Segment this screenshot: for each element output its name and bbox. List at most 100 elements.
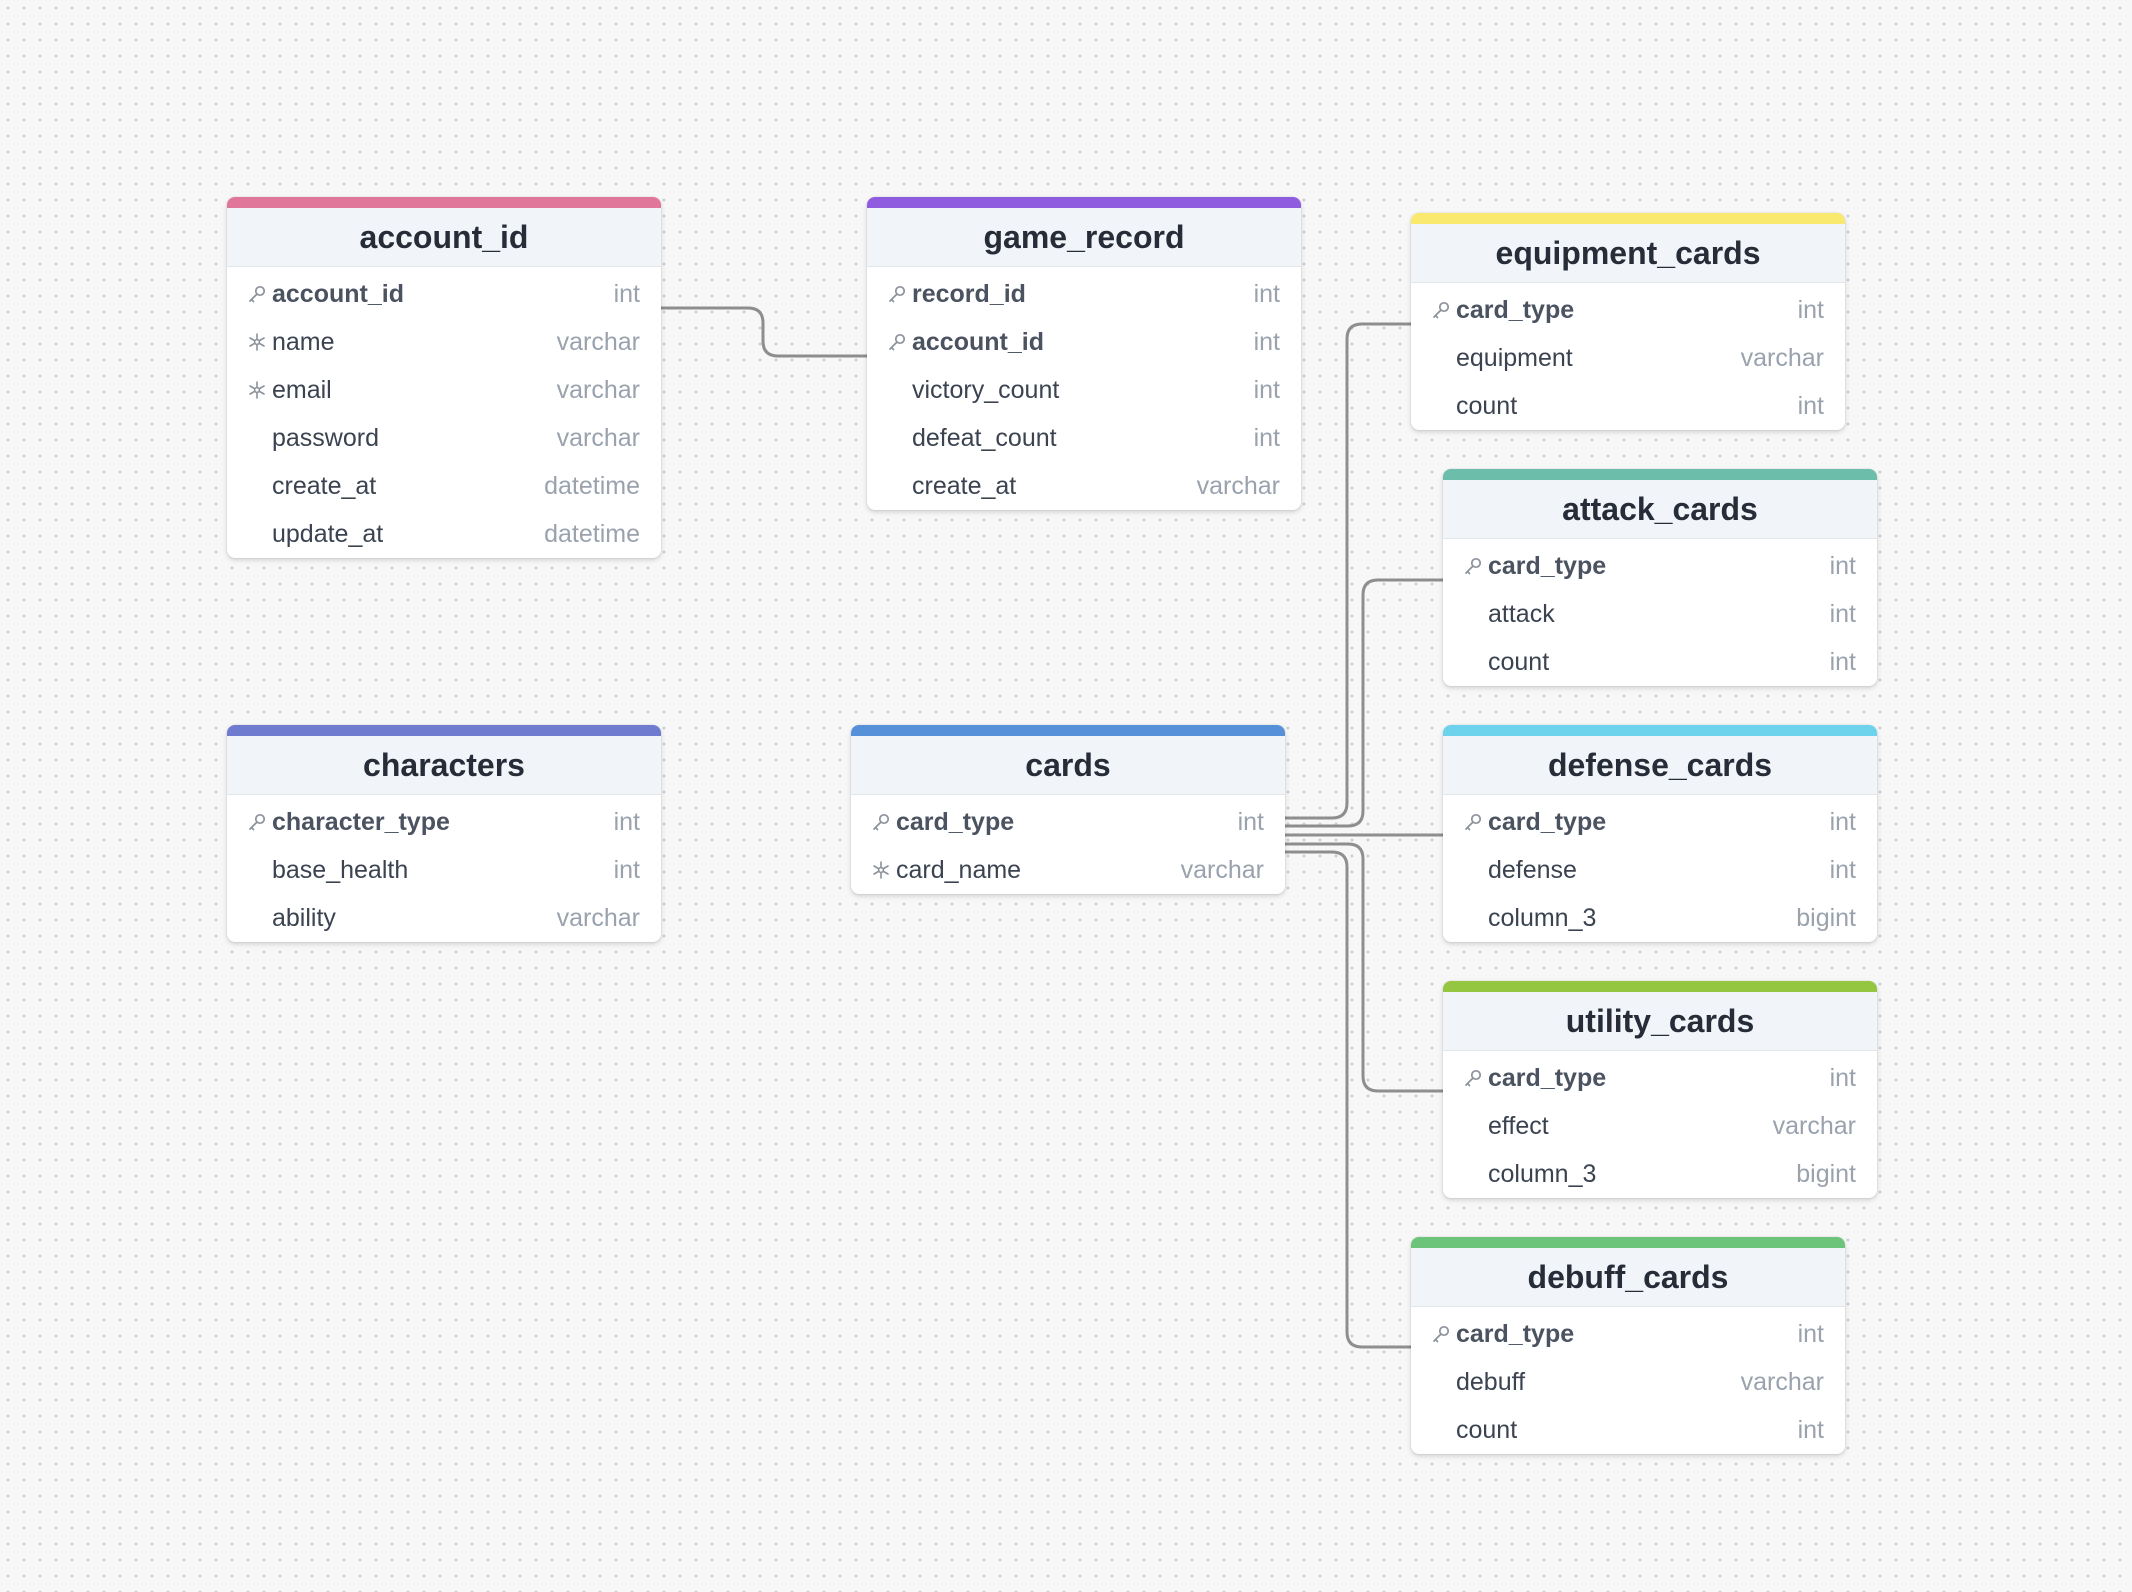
connector-cards-to-utility-cards[interactable]	[1285, 842, 1443, 1093]
column-type: int	[1829, 1063, 1856, 1092]
table-row[interactable]: card_type int	[1443, 1054, 1877, 1102]
column-name: card_type	[896, 807, 1015, 836]
key-icon	[867, 809, 894, 836]
column-type: bigint	[1796, 903, 1856, 932]
table-row[interactable]: defense int	[1443, 846, 1877, 894]
table-color-bar	[227, 725, 661, 736]
blank-icon	[1459, 649, 1486, 676]
column-name: debuff	[1456, 1367, 1526, 1396]
column-name: defense	[1488, 855, 1577, 884]
table-title[interactable]: account_id	[227, 208, 661, 267]
table-title[interactable]: game_record	[867, 208, 1301, 267]
table-title[interactable]: attack_cards	[1443, 480, 1877, 539]
blank-icon	[1459, 601, 1486, 628]
column-type: int	[1797, 391, 1824, 420]
connector-cards-to-equipment-cards[interactable]	[1285, 322, 1411, 820]
table-title[interactable]: characters	[227, 736, 661, 795]
key-icon	[883, 329, 910, 356]
table-title[interactable]: utility_cards	[1443, 992, 1877, 1051]
column-name: update_at	[272, 519, 384, 548]
column-type: int	[1797, 1319, 1824, 1348]
column-name: column_3	[1488, 903, 1597, 932]
column-name: card_type	[1456, 295, 1575, 324]
blank-icon	[883, 473, 910, 500]
column-name: card_type	[1488, 551, 1607, 580]
key-icon	[243, 809, 270, 836]
column-name: password	[272, 423, 379, 452]
table-color-bar	[227, 197, 661, 208]
column-type: int	[1829, 855, 1856, 884]
table-title[interactable]: debuff_cards	[1411, 1248, 1845, 1307]
blank-icon	[1427, 1369, 1454, 1396]
connector-account-to-game-record[interactable]	[661, 306, 867, 358]
connector-cards-to-attack-cards[interactable]	[1285, 578, 1443, 828]
table-row[interactable]: column_3 bigint	[1443, 894, 1877, 942]
table-title[interactable]: equipment_cards	[1411, 224, 1845, 283]
unique-icon	[243, 377, 270, 404]
key-icon	[1459, 809, 1486, 836]
table-title[interactable]: cards	[851, 736, 1285, 795]
column-name: card_type	[1488, 1063, 1607, 1092]
column-name: count	[1488, 647, 1550, 676]
column-name: card_type	[1488, 807, 1607, 836]
column-type: datetime	[544, 471, 640, 500]
column-type: int	[613, 807, 640, 836]
column-name: name	[272, 327, 335, 356]
connector-cards-to-debuff-cards[interactable]	[1285, 850, 1411, 1349]
column-name: email	[272, 375, 332, 404]
table-color-bar	[851, 725, 1285, 736]
column-name: attack	[1488, 599, 1555, 628]
column-name: create_at	[912, 471, 1017, 500]
column-name: defeat_count	[912, 423, 1057, 452]
unique-icon	[867, 857, 894, 884]
column-name: equipment	[1456, 343, 1573, 372]
column-type: varchar	[1180, 855, 1264, 884]
table-color-bar	[867, 197, 1301, 208]
key-icon	[883, 281, 910, 308]
blank-icon	[1427, 393, 1454, 420]
table-title[interactable]: defense_cards	[1443, 736, 1877, 795]
